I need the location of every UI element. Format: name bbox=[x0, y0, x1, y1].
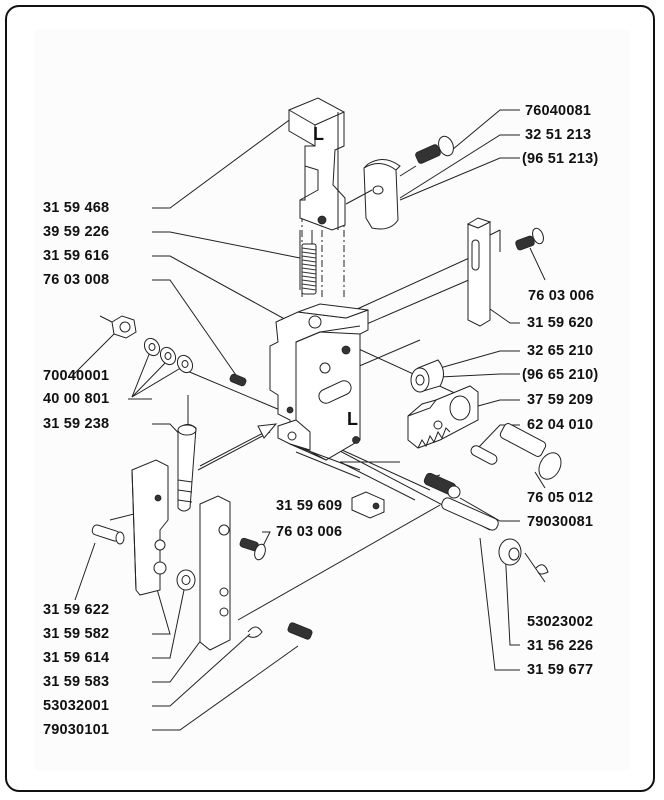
part-pin-3159238 bbox=[177, 395, 197, 512]
part-label-3159609: 31 59 609 bbox=[276, 498, 343, 514]
assembly-arrow bbox=[199, 423, 278, 467]
part-label-79030101: 79030101 bbox=[43, 722, 110, 738]
part-shaft-3159677 bbox=[441, 497, 499, 531]
part-knob-3156226 bbox=[498, 538, 522, 566]
part-slotted-plate bbox=[466, 217, 501, 327]
part-pin-6204010 bbox=[470, 445, 498, 465]
part-label-9651213: (96 51 213) bbox=[522, 151, 599, 167]
part-rack-3759209 bbox=[407, 385, 479, 449]
part-clamp-plate bbox=[345, 159, 401, 230]
part-label-3159238: 31 59 238 bbox=[43, 416, 110, 432]
part-screw-76040081 bbox=[399, 135, 454, 177]
part-label-4000801: 40 00 801 bbox=[43, 391, 110, 407]
main-block-mark: L bbox=[347, 409, 358, 429]
part-circlip-53023002 bbox=[535, 564, 549, 575]
part-label-3759209: 37 59 209 bbox=[527, 392, 594, 408]
part-screw-7603008 bbox=[229, 373, 247, 387]
part-label-70040001: 70040001 bbox=[43, 368, 110, 384]
part-label-9665210: (96 65 210) bbox=[522, 367, 599, 383]
part-label-3159616: 31 59 616 bbox=[43, 248, 110, 264]
part-label-3265210: 32 65 210 bbox=[527, 343, 594, 359]
part-label-3159468: 31 59 468 bbox=[43, 200, 110, 216]
part-bracket-right bbox=[199, 495, 231, 651]
part-screw-7605012 bbox=[499, 423, 562, 480]
part-label-3959226: 39 59 226 bbox=[43, 224, 110, 240]
part-label-3159620: 31 59 620 bbox=[527, 315, 594, 331]
part-bushing-3265210 bbox=[410, 359, 444, 393]
leader-lines-left bbox=[71, 117, 301, 731]
part-spacer-3159614 bbox=[176, 569, 196, 591]
part-screw-7603006-right bbox=[515, 227, 544, 251]
part-label-76040081: 76040081 bbox=[525, 103, 592, 119]
part-bracket-left bbox=[131, 459, 169, 596]
upper-block-mark: L bbox=[313, 124, 324, 144]
part-screw-79030081 bbox=[423, 472, 461, 499]
part-label-3159677: 31 59 677 bbox=[527, 662, 594, 678]
part-upper-block: L bbox=[288, 97, 346, 231]
part-label-53023002: 53023002 bbox=[527, 614, 594, 630]
part-nut-70040001 bbox=[99, 315, 137, 339]
part-screw-79030101 bbox=[287, 622, 313, 640]
part-label-7603006-center: 76 03 006 bbox=[276, 524, 343, 540]
part-label-3156226: 31 56 226 bbox=[527, 638, 594, 654]
part-label-3159622: 31 59 622 bbox=[43, 602, 110, 618]
part-washers-4000801 bbox=[143, 337, 194, 374]
part-label-3159614: 31 59 614 bbox=[43, 650, 110, 666]
part-spring bbox=[301, 243, 317, 295]
part-label-7603008: 76 03 008 bbox=[43, 272, 110, 288]
part-main-block: L bbox=[269, 303, 369, 479]
part-block-3159609 bbox=[351, 491, 385, 519]
part-label-7605012: 76 05 012 bbox=[527, 490, 594, 506]
part-label-79030081: 79030081 bbox=[527, 514, 594, 530]
part-label-3159583: 31 59 583 bbox=[43, 674, 110, 690]
part-pin-3159622 bbox=[91, 524, 125, 545]
part-label-3159582: 31 59 582 bbox=[43, 626, 110, 642]
part-screw-7603006-center bbox=[239, 537, 266, 561]
part-circlip-53032001 bbox=[247, 626, 263, 638]
part-label-53032001: 53032001 bbox=[43, 698, 110, 714]
part-label-3251213: 32 51 213 bbox=[525, 127, 592, 143]
part-label-7603006-right: 76 03 006 bbox=[528, 288, 595, 304]
part-label-6204010: 62 04 010 bbox=[527, 417, 594, 433]
